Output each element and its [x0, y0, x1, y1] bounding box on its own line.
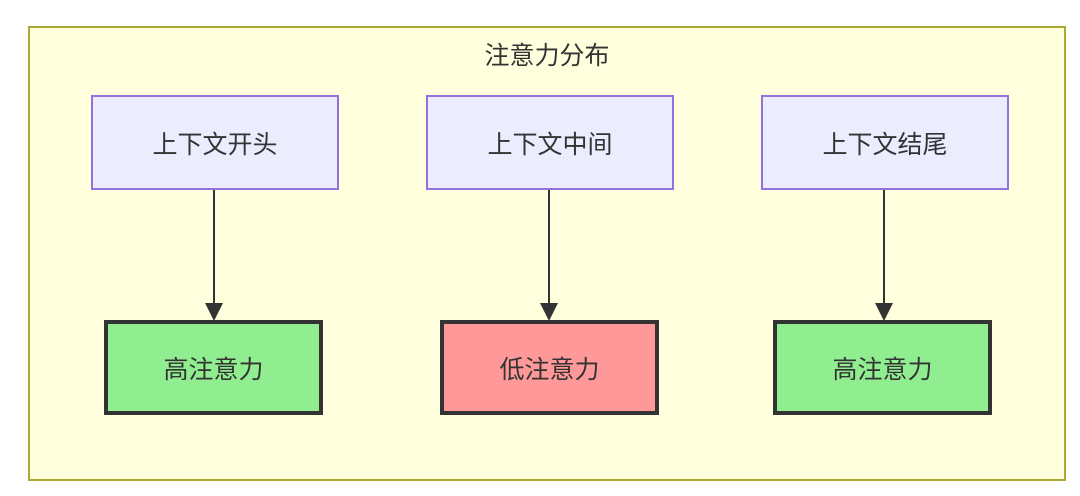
node-label: 高注意力 [163, 355, 264, 384]
node-label: 高注意力 [832, 355, 933, 384]
arrow-context-end-to-high-attention [875, 190, 893, 321]
node-low-attention: 低注意力 [440, 320, 659, 415]
node-label: 上下文结尾 [822, 130, 948, 159]
cluster-attention-distribution: 注意力分布 上下文开头 上下文中间 上下文结尾 高注意力 [28, 26, 1066, 481]
node-label: 上下文中间 [487, 130, 613, 159]
node-high-attention-1: 高注意力 [104, 320, 323, 415]
node-context-start: 上下文开头 [91, 95, 339, 190]
node-label: 上下文开头 [152, 130, 278, 159]
node-label: 低注意力 [499, 355, 600, 384]
arrow-context-middle-to-low-attention [540, 190, 558, 321]
diagram-title: 注意力分布 [484, 42, 610, 70]
node-context-middle: 上下文中间 [426, 95, 674, 190]
arrow-context-start-to-high-attention [205, 190, 223, 321]
node-context-end: 上下文结尾 [761, 95, 1009, 190]
node-high-attention-2: 高注意力 [773, 320, 992, 415]
